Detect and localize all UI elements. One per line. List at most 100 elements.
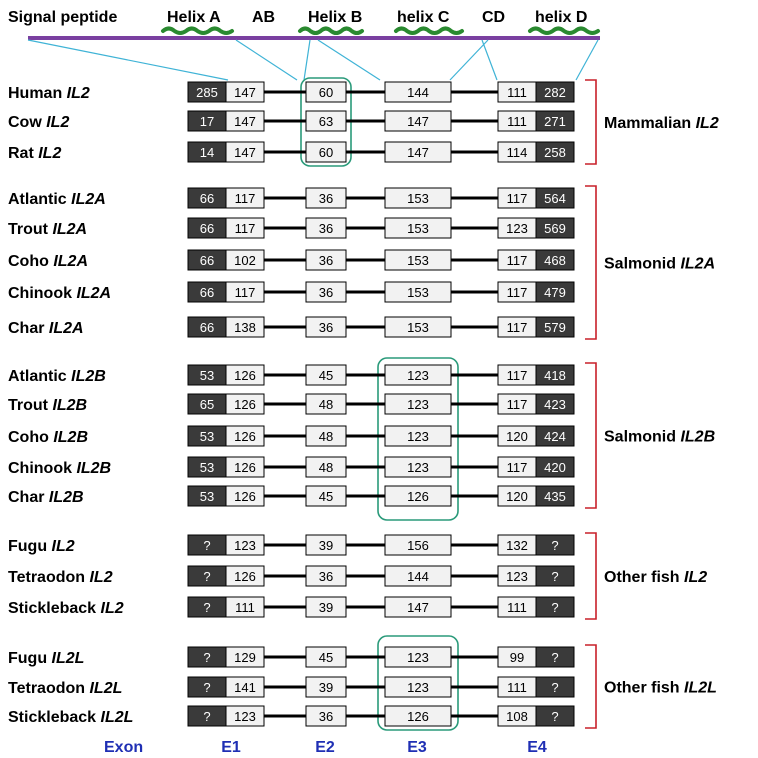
exon4-utr-value: 424 xyxy=(544,429,566,444)
gene-name: IL2A xyxy=(49,320,84,337)
exon4-coding-value: 99 xyxy=(510,650,524,665)
exon4-utr-box xyxy=(535,141,575,163)
exon3-box xyxy=(384,141,452,163)
species-name: Fugu xyxy=(8,538,52,555)
exon3-box xyxy=(384,364,452,386)
exon2-box xyxy=(305,364,347,386)
gene-name: IL2A xyxy=(52,221,87,238)
gene-label: Fugu IL2L xyxy=(8,650,84,667)
exon2-value: 36 xyxy=(319,191,333,206)
exon2-box xyxy=(305,281,347,303)
exon4-utr-value: 468 xyxy=(544,253,566,268)
group-bracket xyxy=(585,532,597,620)
gene-label: Chinook IL2A xyxy=(8,285,111,302)
exon1-coding-box xyxy=(225,456,265,478)
group-label-main: Other fish xyxy=(604,680,684,697)
helix-ornament-0 xyxy=(161,26,234,35)
gene-label: Tetraodon IL2L xyxy=(8,680,122,697)
exon1-utr-value: ? xyxy=(203,600,210,615)
group-bracket xyxy=(585,644,597,729)
exon4-coding-value: 123 xyxy=(506,221,528,236)
helix-ornament-1 xyxy=(298,26,364,35)
exon4-utr-box xyxy=(535,676,575,698)
exon1-coding-box xyxy=(225,393,265,415)
gene-label: Human IL2 xyxy=(8,85,90,102)
group-label: Mammalian IL2 xyxy=(604,115,719,132)
exon2-value: 36 xyxy=(319,285,333,300)
exon3-value: 147 xyxy=(407,600,429,615)
group-label: Salmonid IL2B xyxy=(604,429,715,446)
exon1-coding-box xyxy=(225,316,265,338)
exon2-value: 45 xyxy=(319,650,333,665)
gene-label: Rat IL2 xyxy=(8,145,61,162)
exon1-coding-value: 126 xyxy=(234,460,256,475)
species-name: Trout xyxy=(8,221,52,238)
exon1-utr-value: ? xyxy=(203,538,210,553)
exon1-coding-box xyxy=(225,81,265,103)
gene-name: IL2 xyxy=(38,145,61,162)
exon1-coding-value: 126 xyxy=(234,429,256,444)
gene-name: IL2B xyxy=(71,368,106,385)
exon-labels: Exon E1 E2 E3 E4 xyxy=(104,739,547,756)
exon4-utr-value: 435 xyxy=(544,489,566,504)
exon1-coding-value: 147 xyxy=(234,85,256,100)
exon1-coding-value: 102 xyxy=(234,253,256,268)
gene-name: IL2 xyxy=(67,85,90,102)
exon3-value: 123 xyxy=(407,680,429,695)
species-name: Chinook xyxy=(8,285,76,302)
signal-peptide-label: Signal peptide xyxy=(8,9,117,26)
exon3-value: 153 xyxy=(407,320,429,335)
exon4-utr-box xyxy=(535,646,575,668)
exon2-value: 36 xyxy=(319,253,333,268)
exon4-utr-value: 423 xyxy=(544,397,566,412)
exon4-coding-value: 120 xyxy=(506,489,528,504)
species-name: Coho xyxy=(8,253,53,270)
exon4-coding-value: 117 xyxy=(507,253,528,268)
exon3-box xyxy=(384,485,452,507)
exon3-value: 123 xyxy=(407,650,429,665)
exon2-box xyxy=(305,565,347,587)
exon4-coding-value: 117 xyxy=(507,320,528,335)
gene-name: IL2A xyxy=(76,285,111,302)
exon4-utr-value: 579 xyxy=(544,320,566,335)
group-label-gene: IL2 xyxy=(696,115,719,132)
exon2-box xyxy=(305,485,347,507)
ab-label: AB xyxy=(252,9,275,26)
conserved-highlight-2 xyxy=(377,635,459,731)
exon2-value: 60 xyxy=(319,145,333,160)
exon3-value: 153 xyxy=(407,221,429,236)
exon2-value: 63 xyxy=(319,114,333,129)
exon1-utr-value: 66 xyxy=(200,320,214,335)
gene-label: Char IL2A xyxy=(8,320,84,337)
gene-name: IL2 xyxy=(89,569,112,586)
helix-c-label: helix C xyxy=(397,9,450,26)
exon4-coding-value: 114 xyxy=(507,145,528,160)
exon4-utr-box xyxy=(535,281,575,303)
exon4-utr-value: 271 xyxy=(544,114,566,129)
helix-ornaments xyxy=(161,26,600,35)
exon4-utr-value: ? xyxy=(551,569,558,584)
exon2-value: 36 xyxy=(319,569,333,584)
species-name: Trout xyxy=(8,397,52,414)
helix-a-label: Helix A xyxy=(167,9,221,26)
exon3-value: 144 xyxy=(407,569,429,584)
species-name: Chinook xyxy=(8,460,76,477)
connector-line-2 xyxy=(303,39,311,81)
domain-labels: Signal peptide Helix A AB Helix B helix … xyxy=(8,9,587,26)
exon4-coding-value: 111 xyxy=(507,85,527,100)
exon3-box xyxy=(384,316,452,338)
gene-name: IL2B xyxy=(52,397,87,414)
exon-1-label: E1 xyxy=(221,739,241,756)
exon2-box xyxy=(305,425,347,447)
gene-label: Chinook IL2B xyxy=(8,460,111,477)
exon1-coding-value: 111 xyxy=(235,600,255,615)
